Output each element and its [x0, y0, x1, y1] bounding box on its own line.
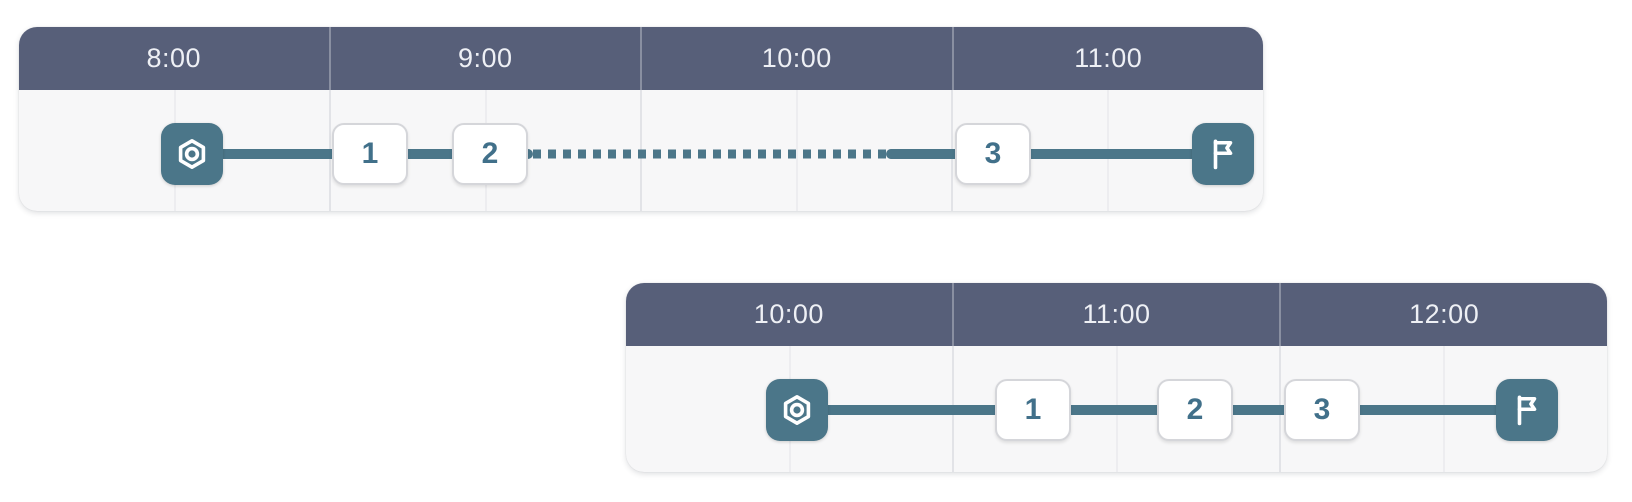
- step-number: 1: [361, 137, 379, 170]
- timeline-2-header: 10:00 11:00 12:00: [626, 283, 1607, 346]
- timeline-card-1: 8:00 9:00 10:00 11:00 1: [19, 27, 1263, 211]
- step-number: 2: [481, 137, 499, 170]
- flag-icon: [1496, 379, 1558, 441]
- timeline-1-body: 1 2 3: [19, 90, 1263, 211]
- route-line-dotted: [533, 149, 886, 159]
- step-box-2[interactable]: 2: [452, 123, 528, 185]
- step-box-2[interactable]: 2: [1157, 379, 1233, 441]
- step-box-3[interactable]: 3: [955, 123, 1031, 185]
- end-node[interactable]: [1192, 123, 1254, 185]
- step-number: 3: [1313, 393, 1331, 426]
- step-number: 2: [1186, 393, 1204, 426]
- start-node[interactable]: [766, 379, 828, 441]
- hex-nut-icon: [161, 123, 223, 185]
- timeline-card-2: 10:00 11:00 12:00 1 2 3: [626, 283, 1607, 472]
- step-number: 1: [1024, 393, 1042, 426]
- flag-icon: [1192, 123, 1254, 185]
- hex-nut-icon: [766, 379, 828, 441]
- hour-label-8: 8:00: [146, 43, 202, 73]
- hour-label-11: 11:00: [951, 283, 1280, 346]
- hour-label-12: 12:00: [1279, 283, 1607, 346]
- hour-label-11: 11:00: [951, 27, 1264, 90]
- hour-label-9: 9:00: [328, 27, 641, 90]
- route-line-solid: [886, 149, 1223, 159]
- step-box-1[interactable]: 1: [332, 123, 408, 185]
- timeline-2-body: 1 2 3: [626, 346, 1607, 472]
- step-box-3[interactable]: 3: [1284, 379, 1360, 441]
- hour-label-10: 10:00: [753, 299, 824, 329]
- timeline-1-header: 8:00 9:00 10:00 11:00: [19, 27, 1263, 90]
- start-node[interactable]: [161, 123, 223, 185]
- end-node[interactable]: [1496, 379, 1558, 441]
- hour-label-10: 10:00: [640, 27, 952, 90]
- step-box-1[interactable]: 1: [995, 379, 1071, 441]
- step-number: 3: [984, 137, 1002, 170]
